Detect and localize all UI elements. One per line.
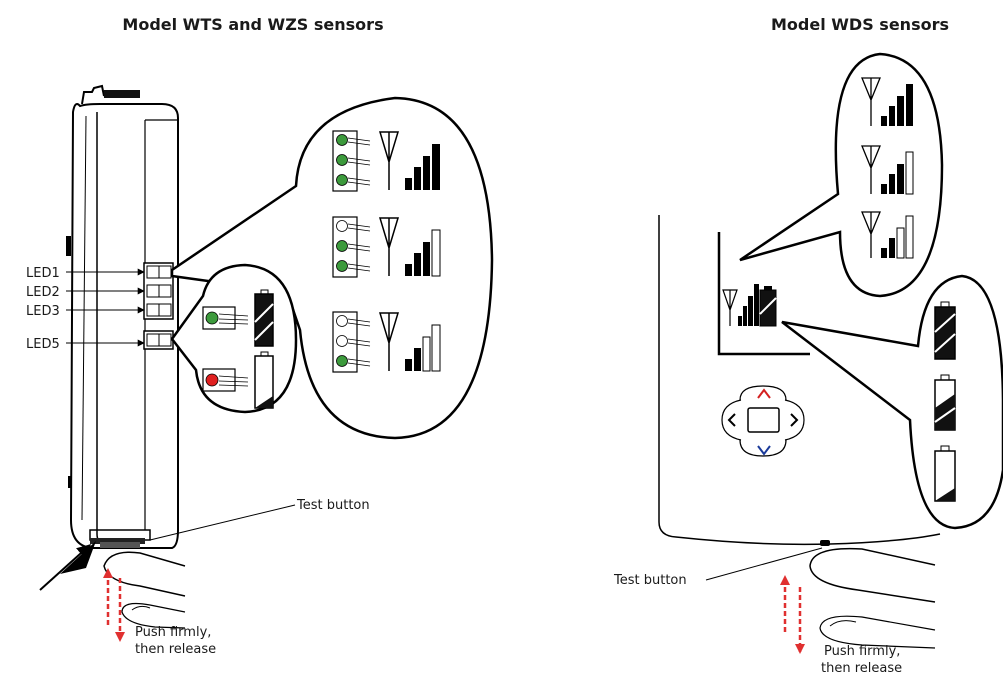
left-arrowhead-icon	[60, 541, 96, 574]
wds-sensor-device	[658, 215, 941, 546]
led-labels: LED1 LED2 LED3 LED5	[26, 266, 145, 352]
led1-label: LED1	[26, 266, 60, 281]
led5-label: LED5	[26, 337, 60, 352]
battery-row-low	[202, 351, 274, 409]
antenna-icon	[861, 77, 881, 126]
wds-signal-callout	[739, 52, 944, 298]
battery-empty-icon	[934, 445, 956, 502]
battery-low-icon	[254, 351, 274, 409]
battery-half-icon	[934, 374, 956, 431]
signal-bars-icon	[405, 144, 440, 190]
antenna-icon	[861, 211, 881, 258]
antenna-icon	[378, 131, 400, 190]
signal-callout	[170, 96, 494, 440]
signal-bars-icon	[405, 324, 441, 372]
up-arrow-icon	[757, 388, 771, 399]
left-test-button-label: Test button	[296, 498, 370, 513]
wds-signal-good	[861, 145, 914, 195]
battery-full-icon	[254, 289, 274, 347]
left-arrow-icon	[727, 413, 736, 427]
left-push-arrows	[103, 568, 125, 642]
led-stack	[143, 262, 174, 350]
left-push-text-1: Push firmly,	[135, 625, 211, 640]
signal-row-full	[332, 130, 440, 192]
left-insertion-arrow-icon	[39, 544, 92, 591]
right-push-text-1: Push firmly,	[824, 644, 900, 659]
battery-callout	[170, 263, 298, 414]
right-push-text-2: then release	[821, 661, 902, 676]
antenna-icon	[861, 145, 881, 194]
signal-row-good	[332, 216, 441, 278]
right-push-arrows	[780, 575, 805, 654]
down-arrow-icon	[757, 445, 771, 456]
center-button	[747, 407, 780, 433]
right-arrow-icon	[790, 413, 799, 427]
right-test-button-callout: Test button	[613, 547, 823, 588]
battery-row-ok	[202, 289, 274, 347]
right-test-button-label: Test button	[613, 573, 687, 588]
display-battery-icon	[759, 286, 777, 327]
display-signal-bars-icon	[738, 284, 759, 326]
led2-label: LED2	[26, 285, 60, 300]
left-finger-icon	[103, 551, 186, 629]
right-title: Model WDS sensors	[771, 15, 949, 34]
signal-bars-icon	[405, 229, 441, 277]
wds-signal-full	[861, 77, 913, 126]
nav-keypad	[721, 385, 805, 457]
wds-signal-weak	[861, 211, 914, 259]
left-push-text-2: then release	[135, 642, 216, 657]
right-finger-icon	[809, 547, 936, 649]
display-antenna-icon	[722, 289, 738, 326]
left-title: Model WTS and WZS sensors	[122, 15, 383, 34]
wds-battery-callout	[781, 274, 1003, 530]
signal-row-weak	[332, 311, 441, 373]
antenna-icon	[378, 312, 400, 371]
left-test-button-callout: Test button	[149, 498, 370, 541]
battery-full-icon	[934, 301, 956, 360]
wts-sensor-device	[66, 84, 179, 549]
antenna-icon	[378, 217, 400, 276]
led3-label: LED3	[26, 304, 60, 319]
